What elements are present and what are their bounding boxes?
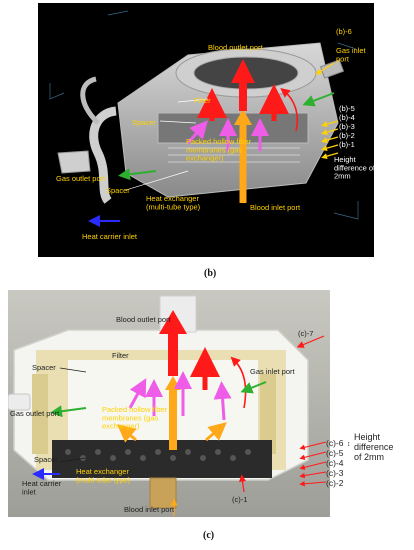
label-filter-b: Filter [194,96,211,105]
gas-inlet-arrow-c [240,381,267,394]
label-b1: (b)-1 [339,140,355,149]
blood-inlet-arrowhead [234,109,252,125]
label-height-c: Height difference of 2mm [354,432,394,462]
label-heat-exchanger-b: Heat exchanger(multi-tube type) [146,194,201,211]
label-b2: (b)-2 [339,131,355,140]
label-b4: (b)-4 [339,113,355,122]
label-spacer-bottom-c: Spacer [34,455,58,464]
label-gas-inlet-c: Gas inlet port [250,367,296,376]
label-b5: (b)-5 [339,104,355,113]
label-filter-c: Filter [112,351,129,360]
label-spacer-bottom-b: Spacer [106,186,130,195]
leader-lines-c [59,367,87,463]
caption-b: (b) [204,268,217,279]
bounding-box-guides [49,10,359,220]
label-c1: (c)-1 [232,495,247,504]
blood-outlet-arrowhead-c [159,310,187,334]
side-red-arrows [299,441,327,487]
label-gas-outlet-b: Gas outlet port [56,174,106,183]
label-c6: (c)-6 [326,438,344,448]
caption-c: (c) [203,530,215,541]
gas-outlet-arrow-c [50,405,87,418]
label-b3: (b)-3 [339,122,355,131]
label-c3: (c)-3 [326,468,344,478]
label-heat-exchanger-c: Heat exchanger(multi-tube type) [76,467,131,484]
label-heat-carrier-b: Heat carrier inlet [82,232,138,241]
label-b6: (b)-6 [336,27,352,36]
labels-c: Blood outlet port (c)-7 Filter Spacer Ga… [10,315,313,514]
label-c2: (c)-2 [326,478,344,488]
label-blood-inlet-b: Blood inlet port [250,203,301,212]
flow-arrows-b [88,59,339,227]
leader-lines-b [125,98,209,191]
height-marker-icon: ↕ [347,441,351,448]
panel-c-photo: Blood outlet port (c)-7 Filter Spacer Ga… [7,290,330,517]
gas-inlet-arrow [302,92,335,107]
blood-outlet-arrowhead [231,59,255,83]
label-blood-outlet-b: Blood outlet port [208,43,264,52]
gas-outlet-arrow [118,168,157,181]
label-spacer-top-b: Spacer [132,118,156,127]
label-c7: (c)-7 [298,329,313,338]
label-gas-outlet-c: Gas outlet port [10,409,60,418]
label-blood-inlet-c: Blood inlet port [124,505,175,514]
blood-inlet-port-c [149,477,177,509]
panel-c: Blood outlet port (c)-7 Filter Spacer Ga… [7,290,330,517]
flow-arrows-c [32,310,325,516]
label-spacer-top-c: Spacer [32,363,56,372]
label-c4: (c)-4 [326,458,344,468]
label-blood-outlet-c: Blood outlet port [116,315,172,324]
label-c5: (c)-5 [326,448,344,458]
